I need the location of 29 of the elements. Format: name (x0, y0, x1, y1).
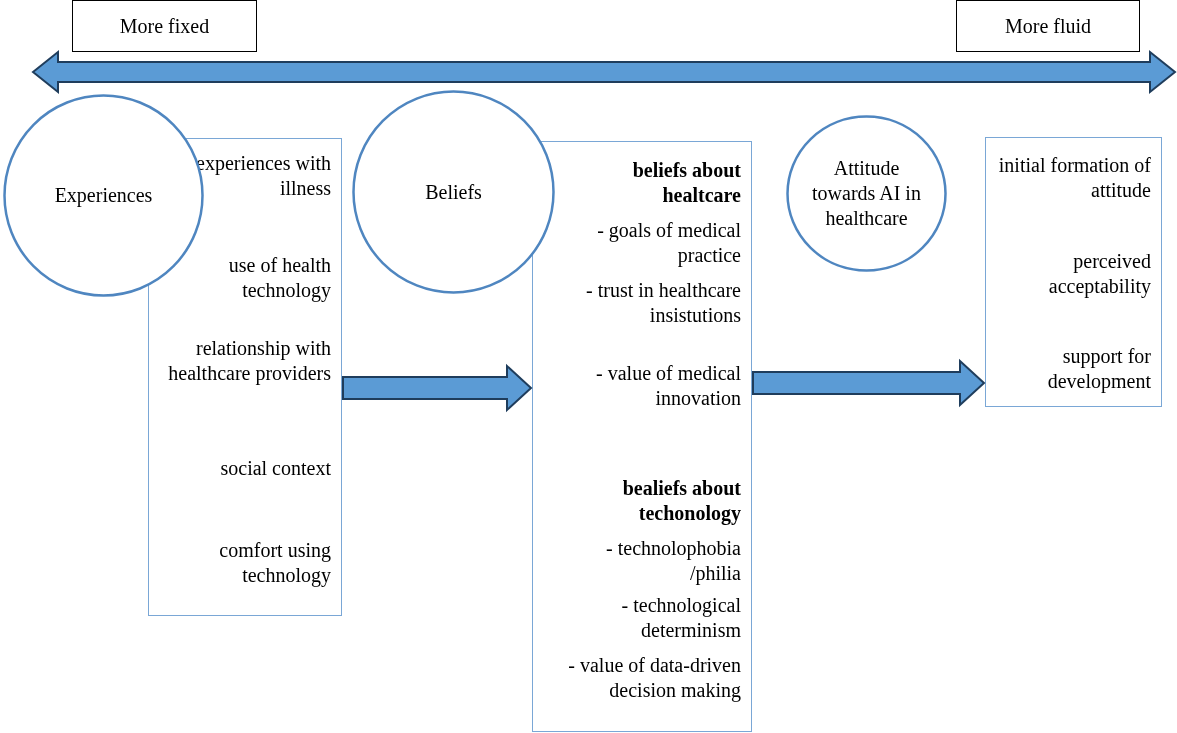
group-heading: beliefs about healtcare (631, 158, 741, 208)
list-item: - value of medical innovation (595, 361, 741, 411)
list-item: comfort using technology (218, 538, 331, 588)
list-item: - trust in healthcare insistutions (585, 278, 741, 328)
concept-title: Attitude towards AI in healthcare (811, 156, 922, 231)
list-item: relationship with healthcare providers (167, 336, 331, 386)
factor-list-box (532, 141, 752, 732)
list-item: social context (220, 456, 331, 481)
block-arrow (752, 358, 986, 408)
list-item: - technolophobia /philia (605, 536, 741, 586)
list-item: initial formation of attitude (997, 153, 1151, 203)
list-item: - technological determinism (620, 593, 741, 643)
scale-label: More fixed (119, 14, 210, 38)
scale-label-box (956, 0, 1140, 52)
group-heading: bealiefs about techonology (621, 476, 741, 526)
concept-title: Experiences (54, 183, 153, 208)
factor-list-box (985, 137, 1162, 407)
scale-label: More fluid (1004, 14, 1092, 38)
list-item: - goals of medical practice (596, 218, 741, 268)
concept-circle (786, 115, 947, 272)
list-item: support for development (1046, 344, 1151, 394)
list-item: experiences with illness (195, 151, 331, 201)
concept-circle (352, 90, 555, 294)
scale-label-box (72, 0, 257, 52)
concept-title: Beliefs (425, 179, 482, 205)
block-arrow (342, 363, 533, 413)
list-item: - value of data-driven decision making (567, 653, 741, 703)
list-item: perceived acceptability (1047, 249, 1151, 299)
list-item: use of health technology (227, 253, 331, 303)
